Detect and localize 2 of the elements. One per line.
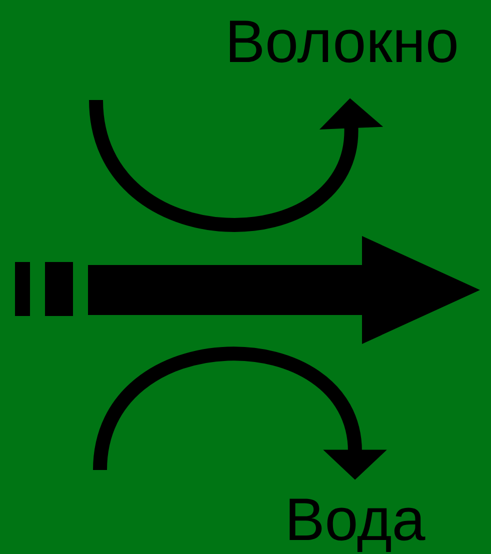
label-text: Вода [290, 498, 426, 552]
label-text: Волокно [230, 20, 456, 63]
